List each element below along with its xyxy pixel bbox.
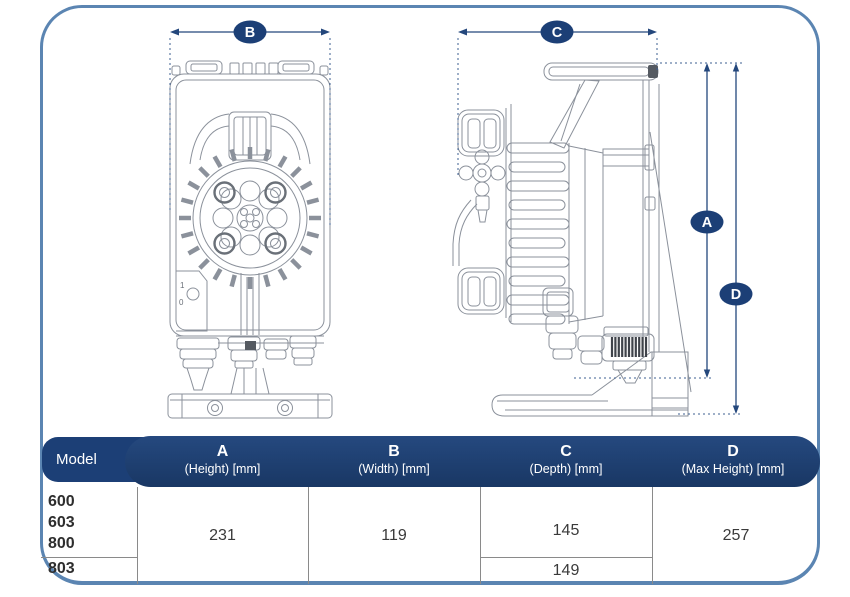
model-803: 803 [48,560,75,577]
table-header-bar: A (Height) [mm] B (Width) [mm] C (Depth)… [125,436,820,487]
column-header-b: B (Width) [mm] [308,436,480,487]
dimension-b-badge [233,20,267,44]
front-view-drawing: 1 0 [167,60,333,419]
c-row-divider [480,557,652,558]
dimension-a-label: A [702,215,713,231]
model-row-divider [41,557,137,558]
column-separator [137,487,138,584]
dimension-a-badge [690,210,724,234]
dimension-d-label: D [731,287,741,303]
column-unit-b: (Width) [mm] [358,462,430,476]
value-c-bottom: 149 [552,562,580,579]
model-header-label: Model [56,451,97,468]
column-letter-a: A [216,443,229,460]
dimension-d: D [678,63,753,415]
bar-end-cap [648,65,658,78]
column-separator [308,487,309,584]
clamp-detail [245,341,256,350]
value-c-top: 145 [552,521,580,539]
column-letter-d: D [727,443,739,460]
column-unit-c: (Depth) [mm] [529,462,603,476]
column-separator [480,487,481,584]
column-header-d: D (Max Height) [mm] [652,436,814,487]
card-border [40,5,820,585]
dimension-d-badge [719,282,753,306]
dimension-c: C [457,20,658,177]
model-800: 800 [48,535,75,552]
column-letter-c: C [560,443,572,460]
column-unit-d: (Max Height) [mm] [681,462,785,476]
pump-head-fins [179,147,321,289]
column-separator [652,487,653,584]
dimension-c-badge [540,20,574,44]
cap-grooves [610,337,648,357]
dimension-a: A [574,62,744,379]
value-d: 257 [722,526,750,544]
plate-mark: 1 [180,281,185,290]
model-603: 603 [48,514,75,531]
plate-mark-2: 0 [179,298,184,307]
column-letter-b: B [388,443,400,460]
column-header-a: A (Height) [mm] [137,436,308,487]
value-b: 119 [381,526,407,544]
model-group-list: 600 603 800 [48,491,75,554]
model-600: 600 [48,493,75,510]
column-header-c: C (Depth) [mm] [480,436,652,487]
dimension-b-label: B [245,25,255,41]
head-screws [213,181,287,255]
side-view-drawing [452,62,692,417]
value-a: 231 [209,526,236,544]
column-unit-a: (Height) [mm] [184,462,261,476]
dimension-c-label: C [552,25,563,41]
dimension-b: B [169,20,331,227]
